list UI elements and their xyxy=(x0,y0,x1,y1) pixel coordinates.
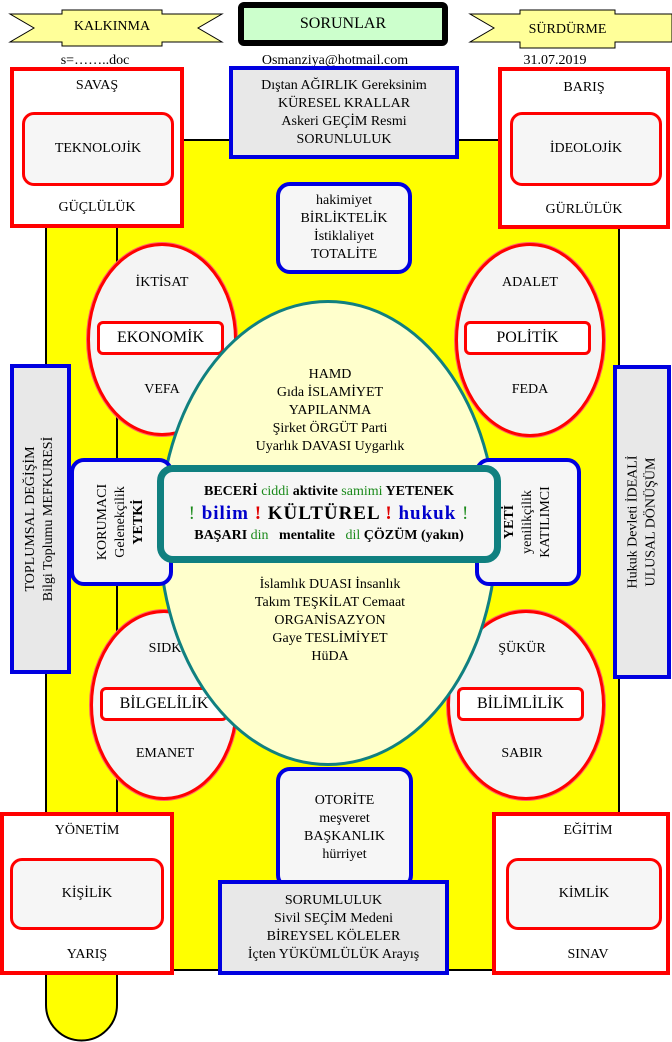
line: TOPLUMSAL DEĞİŞİM xyxy=(23,446,39,592)
corner-top-label: BARIŞ xyxy=(563,80,605,95)
corner-inner-label: İDEOLOJİK xyxy=(510,112,662,186)
corner-top-label: SAVAŞ xyxy=(75,78,119,93)
ellipse-top-label: ADALET xyxy=(502,275,558,290)
word: hukuk xyxy=(398,503,457,524)
email: Osmanziya@hotmail.com xyxy=(261,53,409,68)
line: TOTALİTE xyxy=(310,247,378,262)
ellipse-bottom-label: SABIR xyxy=(501,746,543,761)
corner-top-left: SAVAŞ TEKNOLOJİK GÜÇLÜLÜK xyxy=(10,67,184,228)
corner-inner-label: KİMLİK xyxy=(506,858,662,930)
center-upper-text: HAMD Gıda İSLAMİYET YAPILANMA Şirket ÖRGÜT … xyxy=(200,366,460,456)
word: bilim xyxy=(201,503,249,524)
line: Şirket ÖRGÜT Parti xyxy=(272,421,388,436)
line: ULUSAL DÖNÜŞÜM xyxy=(643,457,658,587)
corner-top-label: EĞİTİM xyxy=(563,823,613,838)
corner-bottom-label: GÜÇLÜLÜK xyxy=(58,200,136,215)
line: Bilgi Toplumu MEFKURESİ xyxy=(41,436,57,602)
exclamation: ! xyxy=(254,503,263,524)
corner-bottom-left: YÖNETİM KİŞİLİK YARIŞ xyxy=(0,812,174,975)
line: SORUNLULUK xyxy=(296,131,392,147)
line: hakimiyet xyxy=(316,193,372,208)
line: Gaye TESLİMİYET xyxy=(272,631,388,646)
ellipse-top-label: İKTİSAT xyxy=(135,275,189,290)
line: İslamlık DUASI İnsanlık xyxy=(259,577,401,592)
line: Sivil SEÇİM Medeni xyxy=(273,910,393,926)
line: Dıştan AĞIRLIK Gereksinim xyxy=(261,77,427,93)
line: YAPILANMA xyxy=(288,403,372,418)
line: Gıda İSLAMİYET xyxy=(276,385,384,400)
ellipse-label: BİLİMLİLİK xyxy=(457,687,584,721)
word: BAŞARI xyxy=(194,528,248,543)
line: meşveret xyxy=(319,811,370,826)
line: BİRLİKTELİK xyxy=(300,211,388,226)
kalkinma-banner: KALKINMA xyxy=(73,19,151,34)
corner-top-label: YÖNETİM xyxy=(54,823,120,838)
word: din xyxy=(250,528,269,543)
word: ciddi xyxy=(261,484,290,499)
line: BAŞKANLIK xyxy=(304,829,385,844)
corner-top-right: BARIŞ İDEOLOJİK GÜRLÜLÜK xyxy=(498,67,670,229)
line: HAMD xyxy=(308,367,352,382)
line: HüDA xyxy=(311,649,349,664)
word: aktivite xyxy=(292,484,338,499)
word: KÜLTÜREL xyxy=(267,503,380,524)
core-box: BECERİ ciddi aktivite samimi YETENEK ! b… xyxy=(157,465,501,563)
line: Hukuk Devleti İDEALİ xyxy=(625,455,640,589)
word: (yakın) xyxy=(420,528,464,543)
line: BİREYSEL KÖLELER xyxy=(266,928,401,944)
ellipse-label: POLİTİK xyxy=(464,321,591,355)
line: KÜRESEL KRALLAR xyxy=(277,95,411,111)
corner-bottom-right: EĞİTİM KİMLİK SINAV xyxy=(492,812,670,975)
page-title: SORUNLAR xyxy=(238,2,448,46)
corner-inner-label: KİŞİLİK xyxy=(10,858,164,930)
line: Uyarlık DAVASI Uygarlık xyxy=(255,439,405,454)
file-name: s=……..doc xyxy=(60,53,130,68)
line: Askeri GEÇİM Resmi xyxy=(281,113,407,129)
ellipse-bottom-label: EMANET xyxy=(135,746,195,761)
line: ORGANİSAZYON xyxy=(274,613,386,628)
exclamation: ! xyxy=(462,503,470,524)
date: 31.07.2019 xyxy=(523,53,587,68)
ellipse-bottom-label: VEFA xyxy=(144,382,180,397)
line: YETİ xyxy=(501,504,517,540)
exclamation: ! xyxy=(385,503,393,524)
word: dil xyxy=(345,528,361,543)
word: YETENEK xyxy=(385,484,454,499)
word: BECERİ xyxy=(204,484,258,499)
line: Takım TEŞKİLAT Cemaat xyxy=(254,595,406,610)
line: İçten YÜKÜMLÜLÜK Arayış xyxy=(247,946,420,962)
line: hürriyet xyxy=(322,847,367,862)
corner-bottom-label: YARIŞ xyxy=(66,947,108,962)
corner-bottom-label: SINAV xyxy=(567,947,609,962)
line: SORUMLULUK xyxy=(284,892,383,908)
ellipse-top-label: SIDK xyxy=(148,641,182,656)
line: OTORİTE xyxy=(314,793,375,808)
line: Gelenekçilik xyxy=(113,486,129,558)
line: yenilikçilik xyxy=(519,490,535,554)
line: KORUMACI xyxy=(95,483,111,561)
word: mentalite xyxy=(279,528,336,543)
corner-inner-label: TEKNOLOJİK xyxy=(22,112,174,186)
surdurme-banner: SÜRDÜRME xyxy=(528,21,607,37)
exclamation: ! xyxy=(188,503,196,524)
word: ÇÖZÜM xyxy=(363,528,418,543)
word: samimi xyxy=(341,484,383,499)
line: YETKİ xyxy=(131,499,147,545)
ellipse-label: EKONOMİK xyxy=(97,321,224,355)
ellipse-top-label: ŞÜKÜR xyxy=(498,641,546,656)
line: KATILIMCI xyxy=(537,486,553,558)
corner-bottom-label: GÜRLÜLÜK xyxy=(545,202,623,217)
ellipse-bottom-label: FEDA xyxy=(511,382,549,397)
line: İstiklaliyet xyxy=(314,229,374,244)
